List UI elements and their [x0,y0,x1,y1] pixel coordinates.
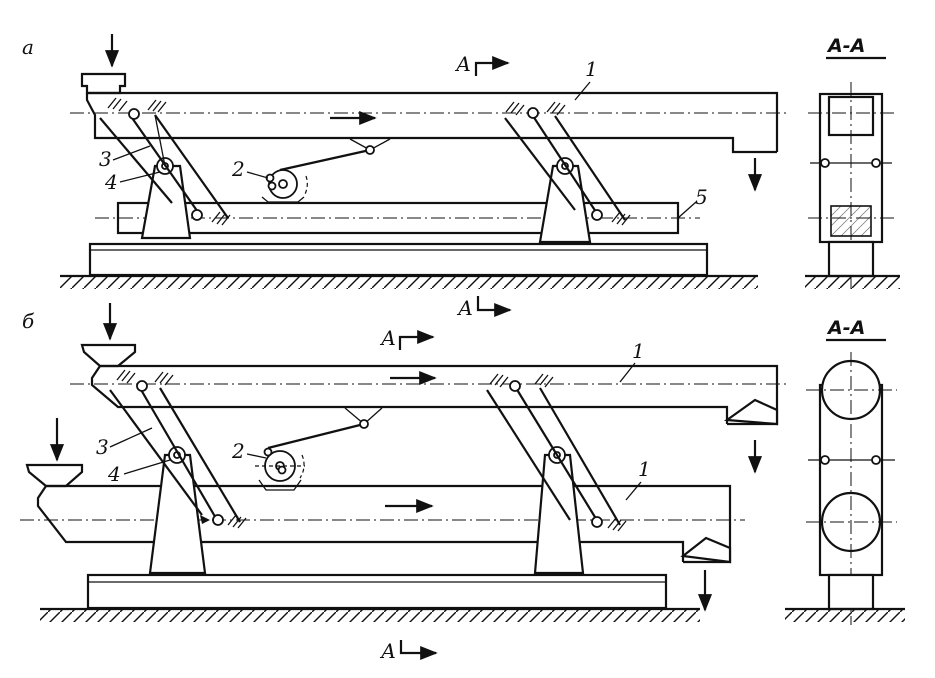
trough-lower-b [20,484,745,612]
label-2-a: 2 [231,157,245,181]
variant-a-letter: а [22,35,34,59]
label-1-lower-b: 1 [638,457,651,481]
support-right-a [504,101,631,244]
section-a-a-bottom: А-А [785,317,905,625]
drive-2-b [255,407,383,491]
svg-text:А: А [379,326,396,350]
trough-upper-b [70,364,790,474]
feed-inlet-upper-b [80,303,137,368]
label-3-b: 3 [96,435,109,459]
support-left-a [99,97,231,240]
ground-b [40,607,700,622]
cut-mark-top-a: А [454,52,510,76]
svg-text:А: А [379,639,396,663]
variant-b-view: б [20,303,905,663]
trough-1-a [70,91,790,192]
base-frame-a [88,242,709,277]
support-left-b [109,369,247,575]
label-4-b: 4 [107,462,121,486]
label-5-a: 5 [695,185,708,209]
cut-mark-bottom-b: А [379,639,438,663]
feed-inlet-lower-b [25,418,84,488]
label-1-a: 1 [585,57,598,81]
svg-text:А: А [454,52,471,76]
cut-mark-top-b: А [379,326,435,350]
svg-text:А-А: А-А [826,317,865,339]
feed-inlet-a [80,34,127,95]
label-3-a: 3 [99,147,112,171]
base-frame-b [86,573,668,610]
support-right-b [486,373,627,575]
svg-text:А-А: А-А [826,35,865,57]
section-a-a-top: А-А [805,35,900,290]
label-4-a: 4 [104,170,118,194]
ground-a [60,274,758,289]
label-2-b: 2 [231,439,245,463]
drive-2-a [261,138,391,203]
variant-b-letter: б [22,309,35,333]
svg-text:А: А [456,296,473,320]
label-1-upper-b: 1 [632,339,645,363]
variant-a-view: а [22,34,900,320]
cut-mark-bottom-a: А [456,296,512,320]
